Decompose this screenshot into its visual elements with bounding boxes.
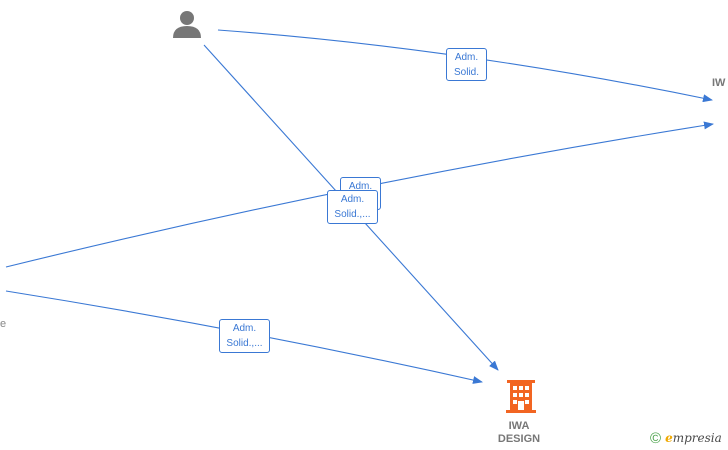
edge-label-line1: Adm. [348, 181, 373, 192]
empresia-credit[interactable]: © empresia [650, 428, 722, 448]
node-label-iwa-design[interactable]: IWA DESIGN [489, 420, 549, 446]
node-label-line2: DESIGN [497, 433, 541, 445]
node-label-left-text: e [0, 318, 7, 330]
brand-initial: e [665, 430, 673, 445]
edge-label-line2: Solid. [453, 67, 479, 78]
person-icon[interactable] [173, 11, 201, 38]
edge-label-person-to-iwa-design[interactable]: Adm. Solid.,... [327, 190, 378, 224]
edge-label-line1: Adm. [454, 52, 479, 63]
edge-label-line2: Solid.,... [226, 338, 263, 349]
edge-label-line2: Solid.,... [334, 209, 371, 220]
node-label-right-text: IW [712, 77, 726, 89]
edge-label-person-to-iw[interactable]: Adm. Solid. [446, 48, 487, 81]
copyright-icon: © [650, 429, 662, 447]
edge-label-left-to-iwa-design[interactable]: Adm. Solid.,... [219, 319, 270, 353]
brand-rest: mpresia [672, 430, 722, 445]
company-building-icon[interactable] [506, 380, 536, 413]
edge-label-line1: Adm. [340, 194, 365, 205]
edge-label-line1: Adm. [232, 323, 257, 334]
node-label-line1: IWA [508, 420, 530, 432]
node-label-right[interactable]: IW [712, 77, 728, 90]
empresia-logo: empresia [665, 431, 722, 446]
node-label-left[interactable]: e [0, 318, 6, 331]
